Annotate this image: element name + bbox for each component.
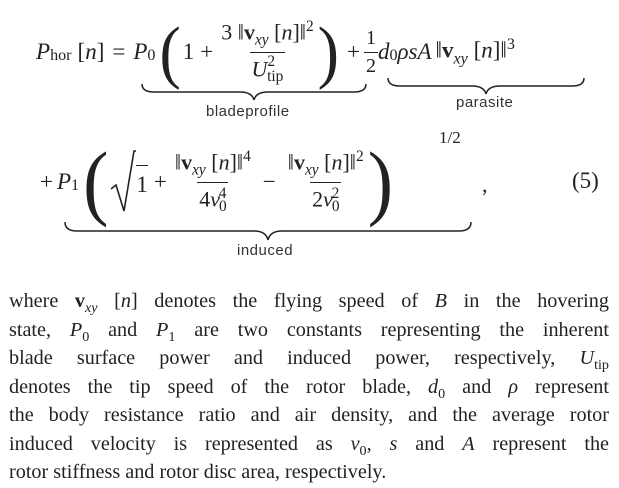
parasite-label: parasite xyxy=(456,94,514,111)
paragraph-line-3: blade surface power and induced power, r… xyxy=(9,347,609,374)
bladeprofile-label: bladeprofile xyxy=(206,103,290,120)
paragraph-line-4: denotes the tip speed of the rotor blade… xyxy=(9,375,610,402)
exponent-half: 1/2 xyxy=(439,128,461,147)
paragraph-line-7: rotor stiffness and rotor disc area, res… xyxy=(9,461,387,483)
parasite-underbrace xyxy=(387,77,585,95)
bladeprofile-underbrace xyxy=(141,83,367,101)
paragraph-line-1: where vxy [n] denotes the flying speed o… xyxy=(9,290,609,317)
body-paragraph: where vxy [n] denotes the flying speed o… xyxy=(9,287,609,487)
equation-number: (5) xyxy=(572,168,599,193)
paragraph-line-6: induced velocity is represented as v0, s… xyxy=(9,432,609,459)
equation-comma: , xyxy=(482,172,488,197)
paragraph-line-5: the body resistance ratio and air densit… xyxy=(9,404,609,426)
induced-label: induced xyxy=(237,242,294,259)
paragraph-line-2: state, P0 and P1 are two constants repre… xyxy=(9,318,609,345)
sqrt-sign xyxy=(110,150,137,212)
induced-underbrace xyxy=(64,221,472,241)
